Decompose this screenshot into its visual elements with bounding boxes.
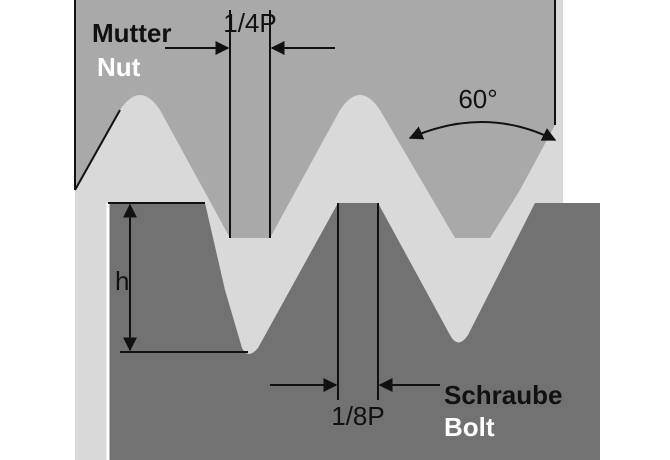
nut-label-de: Mutter bbox=[92, 18, 171, 48]
nut-outline bbox=[74, 109, 121, 191]
crest-width-label: 1/4P bbox=[223, 8, 277, 38]
height-label: h bbox=[115, 266, 129, 296]
angle-arc bbox=[408, 121, 557, 141]
bolt-label-de: Schraube bbox=[444, 380, 563, 410]
bolt-thread bbox=[108, 203, 600, 460]
nut-label-en: Nut bbox=[97, 52, 141, 82]
angle-label: 60° bbox=[458, 84, 497, 114]
bolt-label-en: Bolt bbox=[444, 412, 495, 442]
root-width-label: 1/8P bbox=[331, 401, 385, 431]
nut-thread bbox=[75, 0, 555, 238]
nut-edge bbox=[74, 0, 556, 190]
